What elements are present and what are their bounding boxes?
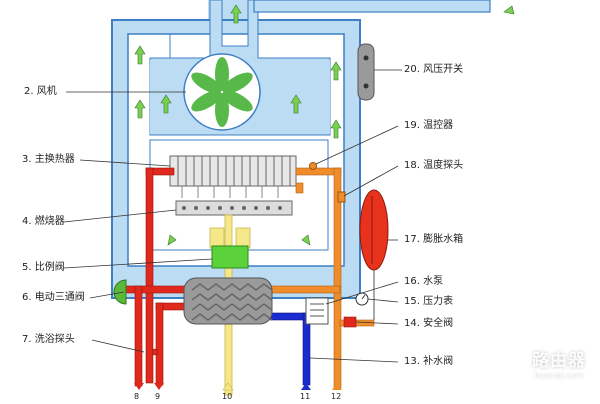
temp-probe-marker bbox=[337, 191, 346, 203]
flue-arrows bbox=[134, 4, 515, 246]
port-label-8: 8 bbox=[134, 392, 140, 401]
label-main-heat-exchanger: 3. 主换热器 bbox=[22, 154, 75, 165]
label-proportional-valve: 5. 比例阀 bbox=[22, 262, 65, 273]
label-pressure-switch: 20. 风压开关 bbox=[404, 64, 464, 75]
label-makeup-valve: 13. 补水阀 bbox=[404, 356, 454, 367]
outer-housing bbox=[111, 0, 491, 299]
pump bbox=[305, 297, 329, 325]
proportional-valve bbox=[211, 245, 249, 269]
plate-heat-exchanger bbox=[183, 277, 273, 325]
label-bath-probe: 7. 洗浴探头 bbox=[22, 334, 75, 345]
port-label-10: 10 bbox=[222, 392, 233, 401]
watermark: 路由器 luyouqi.com bbox=[532, 346, 586, 380]
label-three-way-valve: 6. 电动三通阀 bbox=[22, 292, 85, 303]
watermark-subtitle: luyouqi.com bbox=[534, 371, 584, 380]
watermark-logo-icon bbox=[466, 354, 496, 384]
leader-lines-right bbox=[309, 69, 402, 363]
pressure-gauge-icon bbox=[355, 292, 369, 306]
label-burner: 4. 燃烧器 bbox=[22, 216, 65, 227]
bottom-port-arrows bbox=[134, 382, 342, 391]
temp-controller-marker bbox=[309, 162, 317, 170]
cold-water-pipe bbox=[269, 312, 311, 386]
safety-valve bbox=[343, 316, 357, 328]
port-label-12: 12 bbox=[331, 392, 342, 401]
pressure-switch-icon bbox=[357, 43, 375, 101]
label-temp-probe: 18. 温度探头 bbox=[404, 160, 464, 171]
fan-icon bbox=[183, 53, 261, 131]
port-label-9: 9 bbox=[155, 392, 161, 401]
label-pump: 16. 水泵 bbox=[404, 276, 444, 287]
port-label-11: 11 bbox=[300, 392, 311, 401]
expansion-tank bbox=[359, 189, 389, 320]
label-fan: 2. 风机 bbox=[24, 86, 57, 97]
burner bbox=[175, 200, 293, 216]
hot-water-pipes bbox=[125, 167, 187, 387]
label-safety-valve: 14. 安全阀 bbox=[404, 318, 454, 329]
label-expansion-tank: 17. 膨胀水箱 bbox=[404, 234, 464, 245]
watermark-title: 路由器 bbox=[532, 351, 586, 371]
label-temp-controller: 19. 温控器 bbox=[404, 120, 454, 131]
label-pressure-gauge: 15. 压力表 bbox=[404, 296, 454, 307]
main-heat-exchanger bbox=[169, 155, 297, 198]
leader-lines-left bbox=[63, 91, 213, 353]
